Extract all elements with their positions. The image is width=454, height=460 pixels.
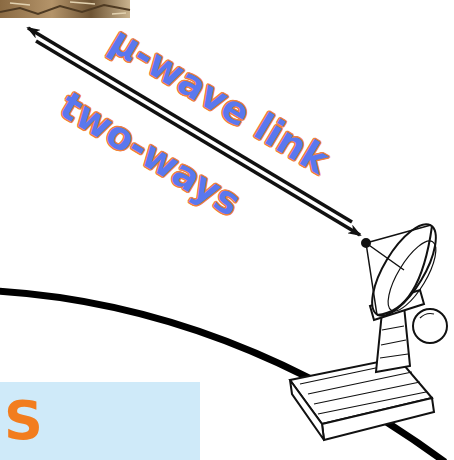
photo-fragment <box>0 0 130 18</box>
highlight-band: S <box>0 382 200 460</box>
earth-curve <box>0 291 445 460</box>
dish-antenna <box>290 215 448 440</box>
band-text: S <box>4 394 43 448</box>
